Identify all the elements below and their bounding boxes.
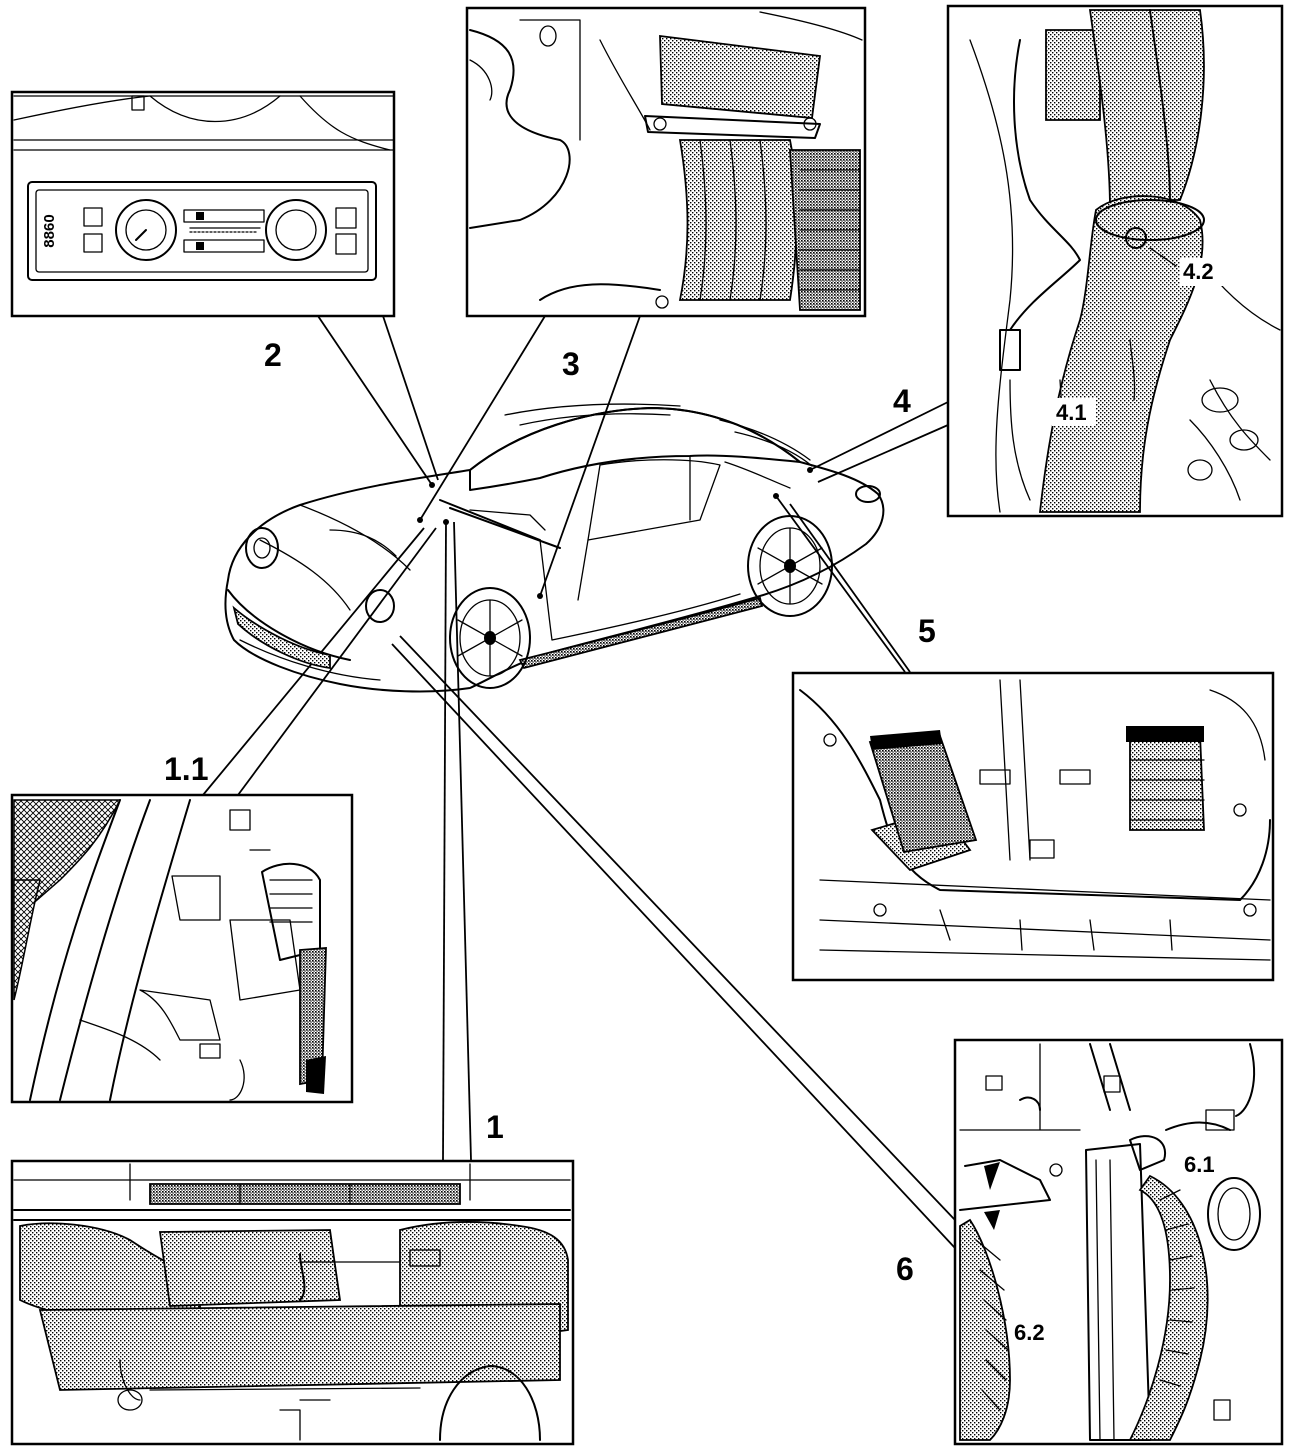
- panel-logo-text: 8860: [41, 214, 58, 247]
- panel-6-fan-housing: [953, 1038, 1284, 1446]
- panel-4-rear-duct: [946, 4, 1284, 518]
- panel-1-cowl-intake: [10, 1159, 575, 1446]
- callout-labels: 1 1.1 2 3 4 5 6 4.1 4.2 6.1 6.2: [164, 258, 1226, 1346]
- panel-2-climate-control: 8860: [10, 90, 396, 318]
- callout-3: 3: [562, 346, 580, 382]
- callout-6-2: 6.2: [1014, 1320, 1045, 1345]
- callout-4-1: 4.1: [1056, 400, 1087, 425]
- callout-4-2: 4.2: [1183, 259, 1214, 284]
- callout-6-1: 6.1: [1184, 1152, 1215, 1177]
- callout-4: 4: [893, 383, 911, 419]
- callout-6: 6: [896, 1251, 914, 1287]
- panel-3-air-duct: [465, 6, 867, 318]
- panel-1-1-connector: [10, 793, 354, 1104]
- callout-2: 2: [264, 337, 282, 373]
- callout-1: 1: [486, 1109, 504, 1145]
- leader-lines: [202, 315, 956, 1249]
- car-illustration: [224, 403, 885, 693]
- callout-1-1: 1.1: [164, 751, 208, 787]
- callout-5: 5: [918, 613, 936, 649]
- panel-5-blower-units: [791, 671, 1275, 982]
